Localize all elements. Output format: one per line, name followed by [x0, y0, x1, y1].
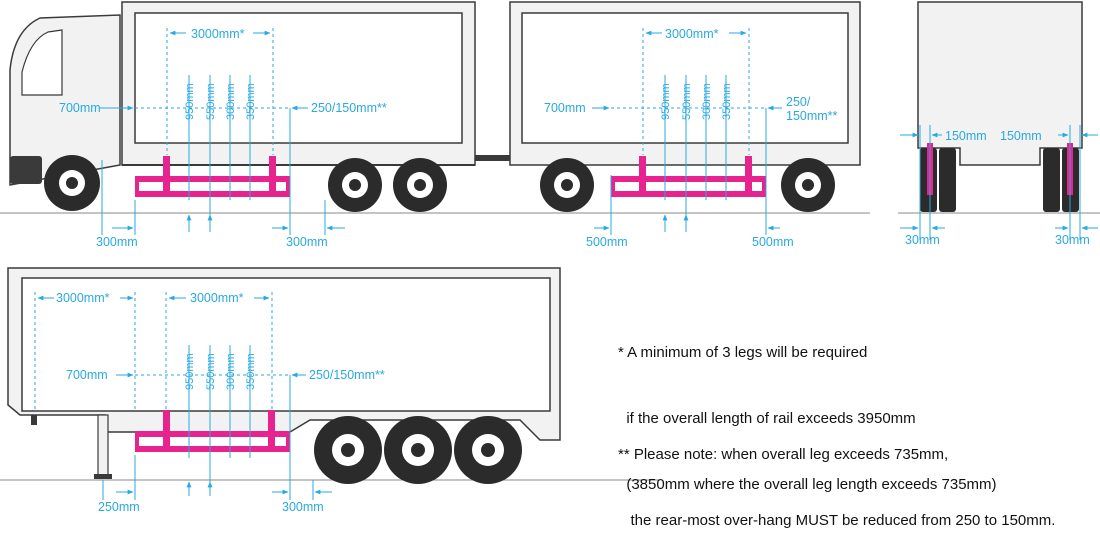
trailer-dimension-lines [592, 28, 782, 235]
semi-dimension-lines [34, 292, 332, 500]
trailer-body-panel [521, 12, 849, 144]
semi-bottom-left-label: 250mm [98, 500, 140, 514]
semi-wheel-2 [384, 416, 452, 484]
drawbar [475, 155, 510, 161]
semi-rail-frame [135, 410, 290, 452]
truck-bottom-right-label: 300mm [286, 235, 328, 249]
cab-bumper [10, 156, 42, 184]
note1-line1: * A minimum of 3 legs will be required [618, 344, 868, 361]
truck-leg-spacing-950: 950mm [184, 83, 196, 120]
note1-line2: if the overall length of rail exceeds 39… [618, 410, 916, 427]
rear-outer-right-label: 30mm [1055, 233, 1090, 247]
trailer-top-span-label: 3000mm* [665, 27, 719, 41]
truck-view: 3000mm* 700mm 250/150mm** 950mm 550mm 30… [0, 1, 480, 249]
note2-line1: ** Please note: when overall leg exceeds… [618, 446, 949, 463]
semi-bottom-right-label: 300mm [282, 500, 324, 514]
semi-leg-spacing-300: 300mm [225, 353, 237, 390]
truck-rear-wheel-2 [393, 158, 447, 212]
rear-inner-left-label: 150mm [945, 129, 987, 143]
trailer-view: 3000mm* 700mm 250/ 150mm** 950mm 550mm 3… [475, 1, 870, 249]
semi-top-span-label: 3000mm* [190, 291, 244, 305]
semi-wheel-1 [314, 416, 382, 484]
diagram-canvas: 3000mm* 700mm 250/150mm** 950mm 550mm 30… [0, 1, 1100, 514]
rear-outer-left-label: 30mm [905, 233, 940, 247]
kingpin [31, 415, 37, 425]
rear-dimension-lines [900, 125, 1098, 240]
trailer-leg-spacing-550: 550mm [681, 83, 693, 120]
semi-left-offset-label: 700mm [66, 368, 108, 382]
rear-inner-right-label: 150mm [1000, 129, 1042, 143]
trailer-right-offset-label-line1: 250/ [786, 95, 811, 109]
semi-top-left-span-label: 3000mm* [56, 291, 110, 305]
trailer-front-wheel [540, 158, 594, 212]
cab-window [21, 29, 63, 96]
semi-leg-spacing-350: 350mm [245, 353, 257, 390]
truck-right-offset-label: 250/150mm** [311, 101, 387, 115]
note-overhang: ** Please note: when overall leg exceeds… [618, 400, 1055, 554]
trailer-bottom-left-label: 500mm [586, 235, 628, 249]
truck-rail-frame [135, 156, 290, 197]
note2-line2: the rear-most over-hang MUST be reduced … [618, 512, 1056, 529]
truck-bottom-left-label: 300mm [96, 235, 138, 249]
truck-leg-spacing-350: 350mm [245, 83, 257, 120]
truck-leg-spacing-550: 550mm [205, 83, 217, 120]
rear-view: 150mm 150mm 30mm 30mm [898, 1, 1100, 247]
semi-leg-spacing-950: 950mm [184, 353, 196, 390]
truck-leg-spacing-300: 300mm [225, 83, 237, 120]
semi-right-offset-label: 250/150mm** [309, 368, 385, 382]
trailer-leg-spacing-350: 350mm [721, 83, 733, 120]
truck-front-wheel [44, 155, 100, 211]
truck-top-span-label: 3000mm* [191, 27, 245, 41]
trailer-rear-wheel [781, 158, 835, 212]
trailer-bottom-right-label: 500mm [752, 235, 794, 249]
trailer-leg-spacing-300: 300mm [701, 83, 713, 120]
truck-rear-wheel-1 [328, 158, 382, 212]
truck-dimension-lines [100, 28, 345, 235]
trailer-left-offset-label: 700mm [544, 101, 586, 115]
diagram-stage: 3000mm* 700mm 250/150mm** 950mm 550mm 30… [0, 1, 1100, 529]
semi-trailer-body-panel [21, 277, 551, 412]
semi-wheel-3 [454, 416, 522, 484]
trailer-leg-spacing-950: 950mm [660, 83, 672, 120]
note1-line3: (3850mm where the overall leg length exc… [618, 476, 997, 493]
note-minimum-legs: * A minimum of 3 legs will be required i… [618, 298, 997, 518]
landing-gear [94, 414, 112, 479]
rear-right-tyre-inner [1043, 148, 1060, 212]
semi-trailer-view: 3000mm* 3000mm* 700mm 250/150mm** 950mm … [0, 267, 660, 514]
trailer-rail-frame [611, 156, 766, 197]
trailer-right-offset-label-line2: 150mm** [786, 109, 838, 123]
truck-left-offset-label: 700mm [59, 101, 101, 115]
rear-left-tyre-inner [939, 148, 956, 212]
semi-leg-spacing-550: 550mm [205, 353, 217, 390]
